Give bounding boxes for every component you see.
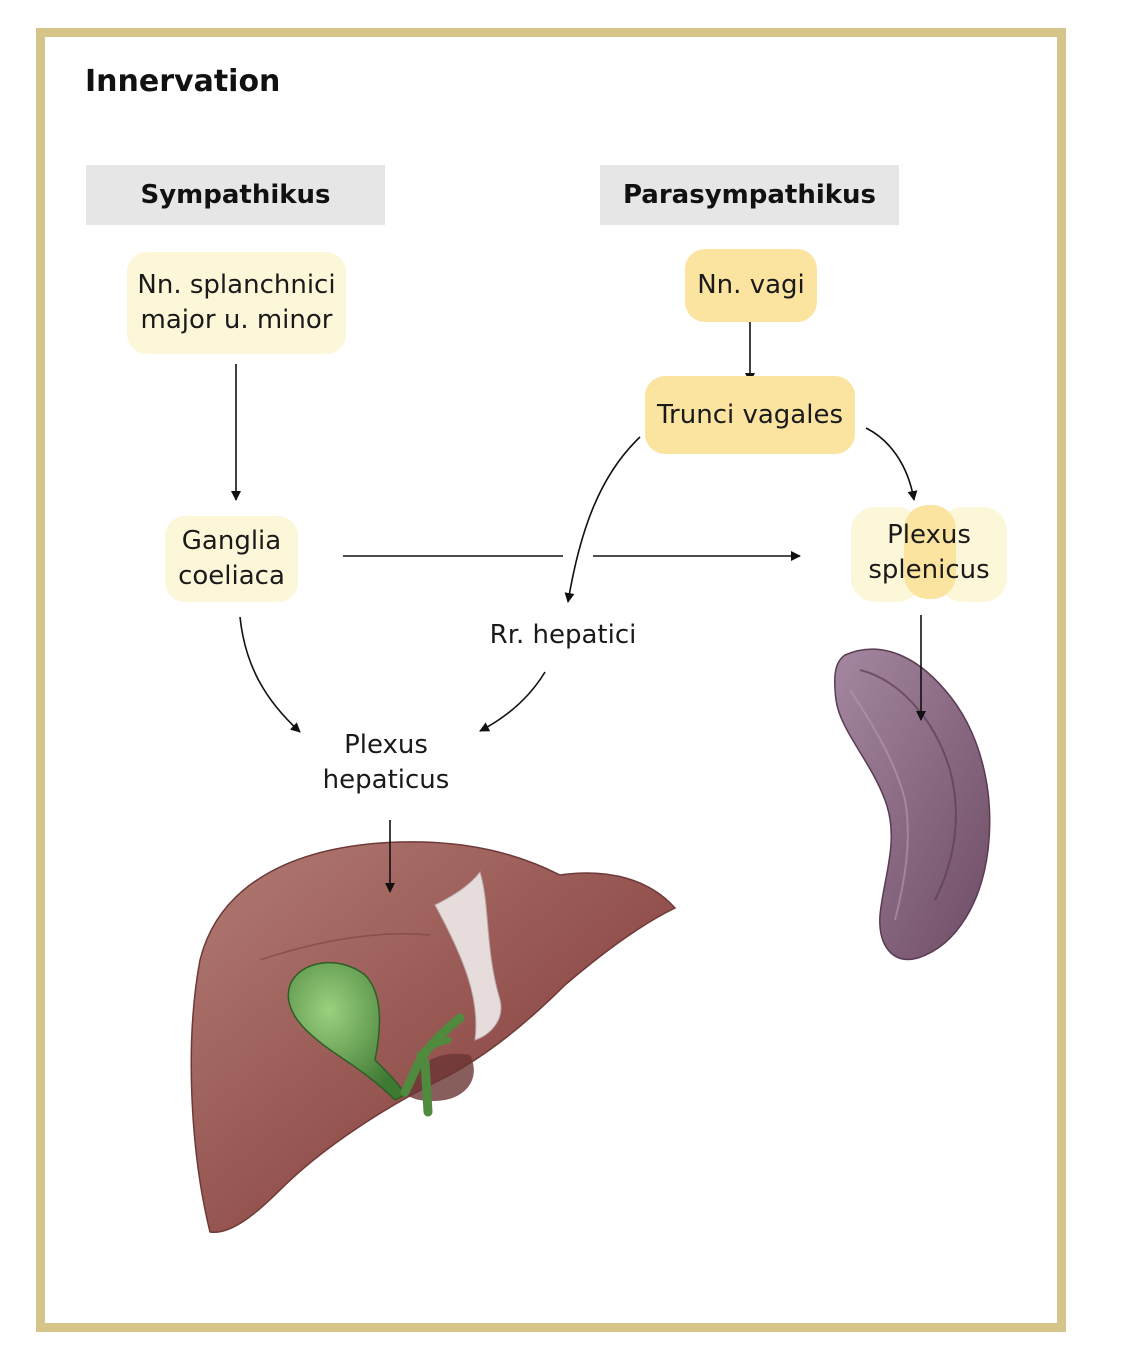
node-ganglia-coeliaca: Ganglia coeliaca [165,516,298,602]
arrow-trunci-to-rr-hepatici [564,436,641,603]
spleen-illustration [833,648,991,961]
node-rr-hepatici: Rr. hepatici [489,619,637,650]
figure-title: Innervation [85,64,281,99]
sympathikus-header: Sympathikus [86,165,385,225]
gallbladder-illustration [287,961,465,1117]
arrow-ganglia-to-plexus-hepaticus [239,616,301,733]
parasympathikus-header: Parasympathikus [600,165,899,225]
node-trunci-vagales: Trunci vagales [645,376,855,454]
arrow-rr-hepatici-to-plexus-hepaticus [479,671,546,732]
node-plexus-hepaticus: Plexus hepaticus [322,730,450,795]
node-nn-vagi: Nn. vagi [685,249,817,322]
plexus-splenicus-bg-center [904,505,956,599]
node-plexus-splenicus: Plexus splenicus [868,520,990,585]
node-nn-splanchnici: Nn. splanchnici major u. minor [127,252,346,354]
arrow-trunci-to-plexus-splenicus [865,427,918,501]
